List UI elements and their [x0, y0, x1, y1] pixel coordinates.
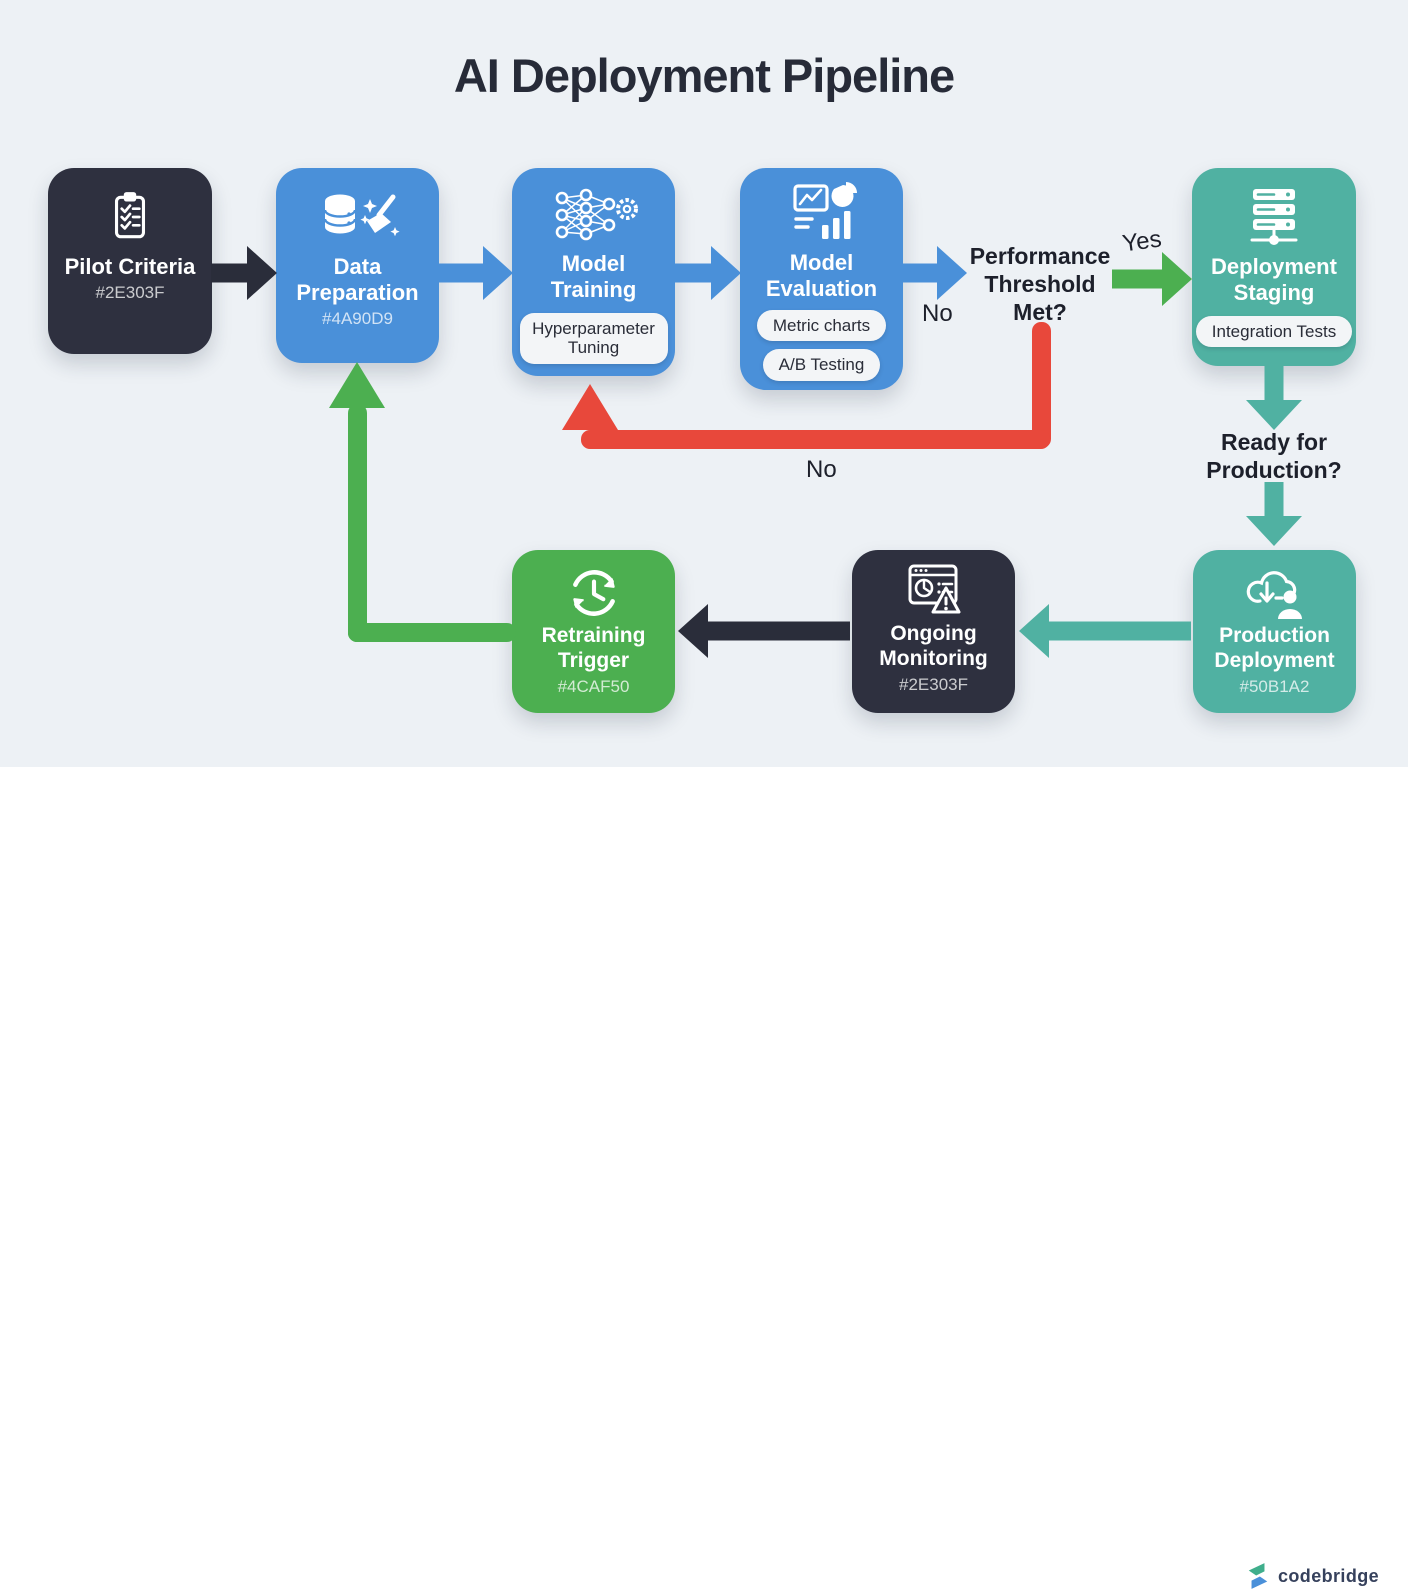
footer-strip: codebridge [0, 767, 1408, 1589]
node-retraining-trigger: Retraining Trigger #4CAF50 [512, 550, 675, 713]
node-hex-code: #50B1A2 [1239, 676, 1310, 696]
cloud-deploy-user-icon [1242, 564, 1308, 622]
arrow-pilot-to-dataprep [211, 244, 277, 302]
retrain-cycle-clock-icon [565, 564, 623, 622]
node-hex-code: #4CAF50 [557, 676, 630, 696]
node-label: Ongoing Monitoring [879, 622, 988, 670]
node-model-evaluation: Model Evaluation Metric charts A/B Testi… [740, 168, 903, 390]
dashboard-alert-icon [902, 562, 966, 620]
node-label: Deployment Staging [1211, 254, 1337, 305]
arrow-monitoring-to-retraining [678, 602, 850, 660]
clipboard-checklist-icon [101, 186, 159, 248]
arrow-yes-to-staging [1112, 250, 1192, 308]
node-label: Model Evaluation [765, 250, 878, 301]
no-loop-vertical-segment [1032, 322, 1051, 448]
codebridge-icon [1248, 1563, 1268, 1589]
server-stack-icon [1244, 186, 1304, 248]
node-label: Data Preparation [296, 254, 419, 305]
node-hex-code: #4A90D9 [322, 308, 393, 328]
arrow-staging-to-ready [1246, 366, 1302, 430]
integration-tests-pill: Integration Tests [1195, 315, 1353, 348]
node-ongoing-monitoring: Ongoing Monitoring #2E303F [852, 550, 1015, 713]
metric-charts-pill: Metric charts [756, 309, 887, 342]
neural-network-gear-icon [546, 186, 642, 245]
brand-logo: codebridge [1246, 1562, 1379, 1590]
retrain-loop-horizontal-segment [348, 623, 516, 642]
arrow-production-to-monitoring [1019, 602, 1191, 660]
node-label: Pilot Criteria [64, 254, 196, 279]
page-title: AI Deployment Pipeline [453, 49, 955, 102]
database-cleaning-icon [315, 186, 401, 248]
arrow-evaluation-to-decision [903, 244, 967, 302]
node-hex-code: #2E303F [899, 674, 968, 694]
no-loop-arrowhead [562, 384, 618, 430]
node-label: Model Training [550, 251, 637, 302]
arrow-dataprep-to-training [438, 244, 513, 302]
decision-performance-threshold: Performance Threshold Met? [969, 243, 1111, 326]
decision-ready-for-production: Ready for Production? [1206, 429, 1342, 484]
hyperparameter-tuning-pill: Hyperparameter Tuning [519, 312, 668, 364]
node-model-training: Model Training Hyperparameter Tuning [512, 168, 675, 376]
node-deployment-staging: Deployment Staging Integration Tests [1192, 168, 1356, 366]
node-label: Retraining Trigger [541, 624, 646, 672]
retrain-loop-vertical-segment [348, 404, 367, 642]
edge-label-no-loop: No [806, 456, 837, 483]
node-data-preparation: Data Preparation #4A90D9 [276, 168, 439, 363]
ab-testing-pill: A/B Testing [762, 349, 881, 381]
arrow-training-to-evaluation [675, 244, 741, 302]
no-loop-horizontal-segment [581, 430, 1050, 449]
diagram-canvas: AI Deployment Pipeline Pilot Criteria #2… [0, 0, 1408, 767]
charts-icon [786, 182, 858, 244]
retrain-loop-arrowhead [329, 362, 385, 408]
node-pilot-criteria: Pilot Criteria #2E303F [48, 168, 212, 354]
arrow-ready-to-production [1246, 482, 1302, 546]
node-production-deployment: Production Deployment #50B1A2 [1193, 550, 1356, 713]
node-label: Production Deployment [1214, 624, 1335, 672]
brand-name: codebridge [1278, 1565, 1380, 1586]
node-hex-code: #2E303F [95, 282, 165, 302]
edge-label-no-branch: No [922, 300, 953, 327]
